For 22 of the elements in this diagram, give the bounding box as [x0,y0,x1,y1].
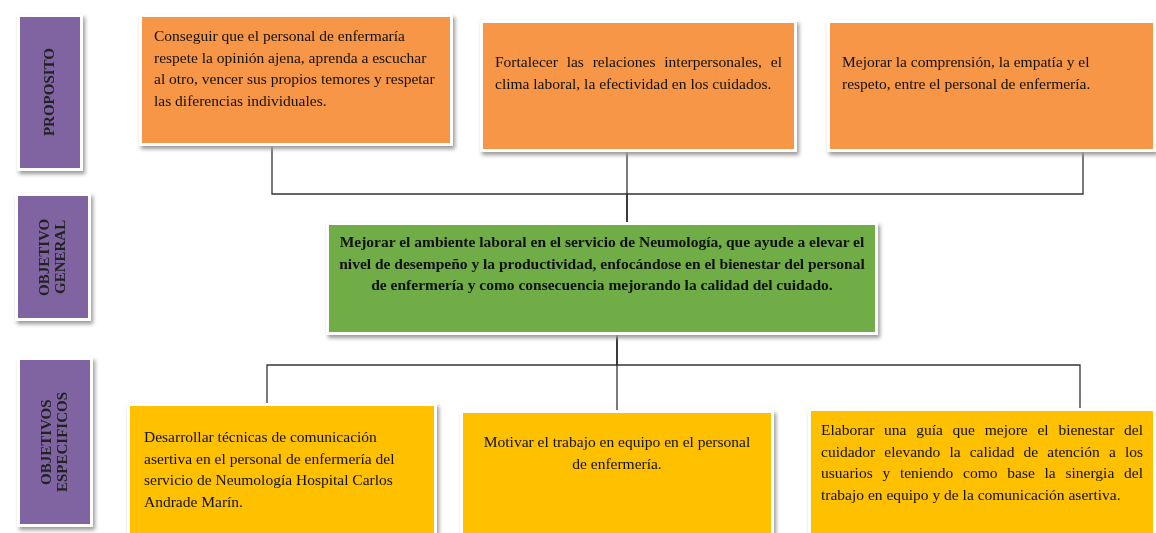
objective-text: Conseguir que el personal de enfermaría respete la opinión ajena, aprenda a escuchar al otro, vencer sus propios temores y respetar las diferencias individuales. [153,26,436,112]
objective-text: Mejorar el ambiente laboral en el servicio de Neumología, que ayude a elevar el nivel de desempeño y la productividad, enfocándose en el bienestar del personal de enfermería y como consecuencia mejorando la calidad del cuidado. [338,232,866,296]
section-title: PROPOSITO [42,48,58,137]
specific-objective-box [127,403,437,533]
purpose-box [139,14,453,146]
section-label [17,14,83,171]
purpose-box [827,20,1156,152]
section-label [15,193,91,321]
connector-line [626,151,1084,223]
purpose-box [480,20,797,152]
objective-text: Motivar el trabajo en equipo en el personal de enfermería. [482,432,752,474]
connector-line [616,334,1081,409]
section-title: OBJETIVOS ESPECIFICOS [39,391,71,494]
specific-objective-box [808,408,1156,533]
section-label [17,357,93,527]
objective-text: Mejorar la comprensión, la empatía y el respeto, entre el personal de enfermería. [841,52,1092,94]
section-title: OBJETIVO GENERAL [37,217,69,298]
objective-text: Elaborar una guía que mejore el bienestar del cuidador elevando la calidad de atención a los usuarios y teniendo como base la sinergia del trabajo en equipo y de la comunicación asertiva. [820,420,1144,506]
specific-objective-box [460,410,774,533]
objective-text: Fortalecer las relaciones interpersonales, el clima laboral, la efectividad en los cuidados. [494,52,783,94]
objective-text: Desarrollar técnicas de comunicación asertiva en el personal de enfermería del servicio de Neumología Hospital Carlos Andrade Marín. [143,427,396,513]
general-objective-box [326,222,878,335]
